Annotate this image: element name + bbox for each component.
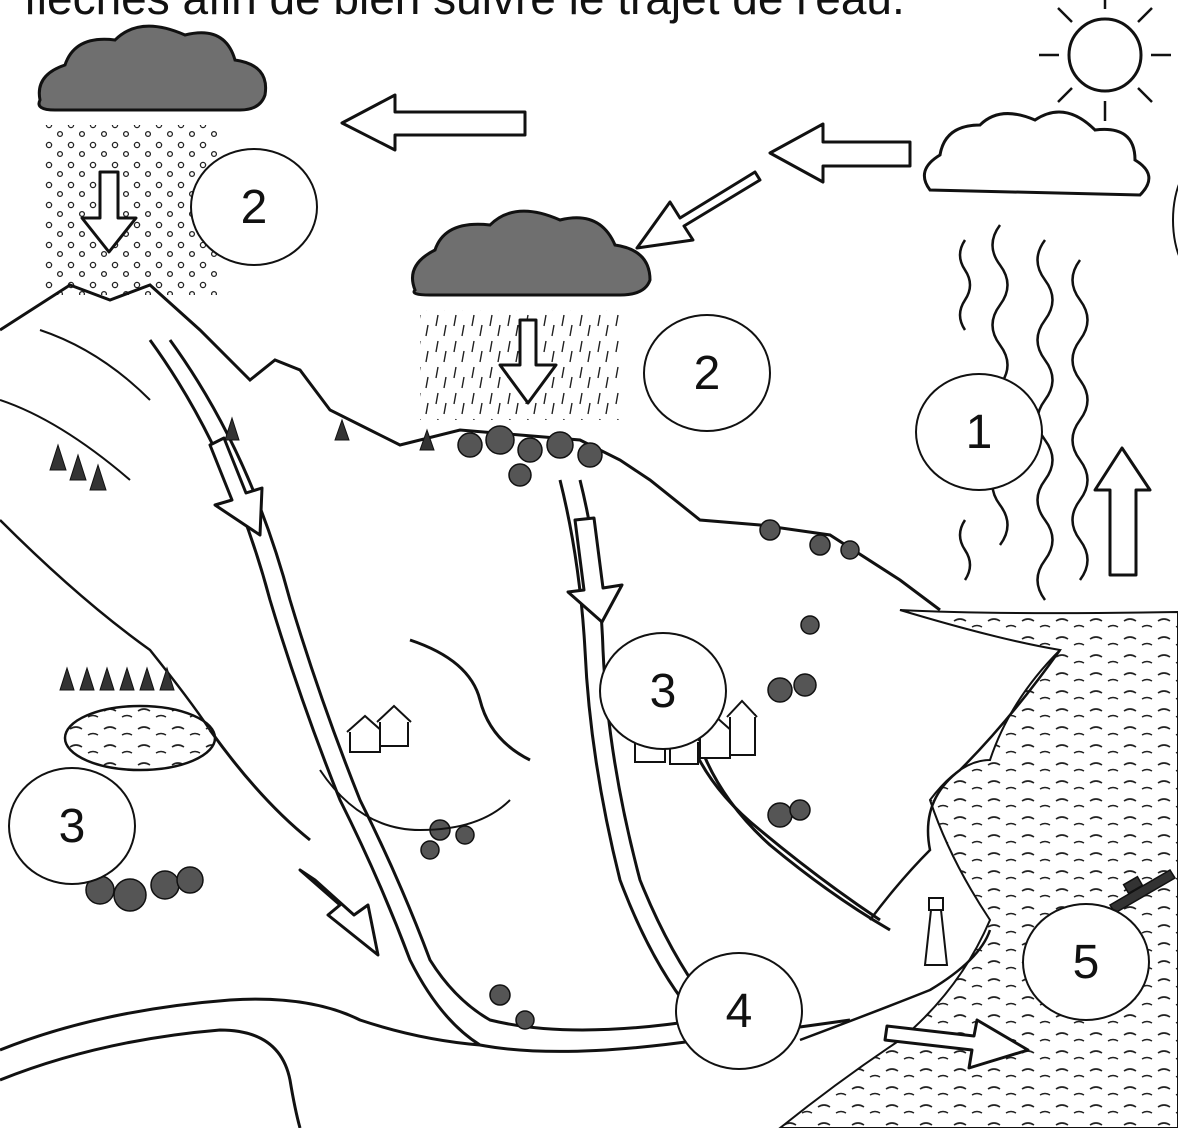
- label-precipitation-rain: 2: [643, 314, 771, 432]
- label-runoff-lake: 3: [8, 767, 136, 885]
- label-evaporation: 1: [915, 373, 1043, 491]
- lake: [65, 706, 215, 770]
- lighthouse: [925, 898, 947, 965]
- arrow-left-small: [770, 124, 910, 182]
- label-river: 4: [675, 952, 803, 1070]
- arrow-diagonal: [637, 172, 760, 248]
- white-cloud: [924, 112, 1149, 195]
- dark-cloud-middle: [413, 211, 651, 295]
- dark-cloud-left: [39, 26, 266, 110]
- label-sea: 5: [1022, 903, 1150, 1021]
- conifers: [50, 418, 434, 690]
- label-runoff-town: 3: [599, 632, 727, 750]
- arrow-left-top: [342, 95, 525, 150]
- arrow-down-lower: [300, 870, 378, 955]
- instruction-text: flèches afin de bien suivre le trajet de…: [24, 0, 1124, 26]
- arrow-up-evaporation: [1095, 448, 1150, 575]
- label-precipitation-snow: 2: [190, 148, 318, 266]
